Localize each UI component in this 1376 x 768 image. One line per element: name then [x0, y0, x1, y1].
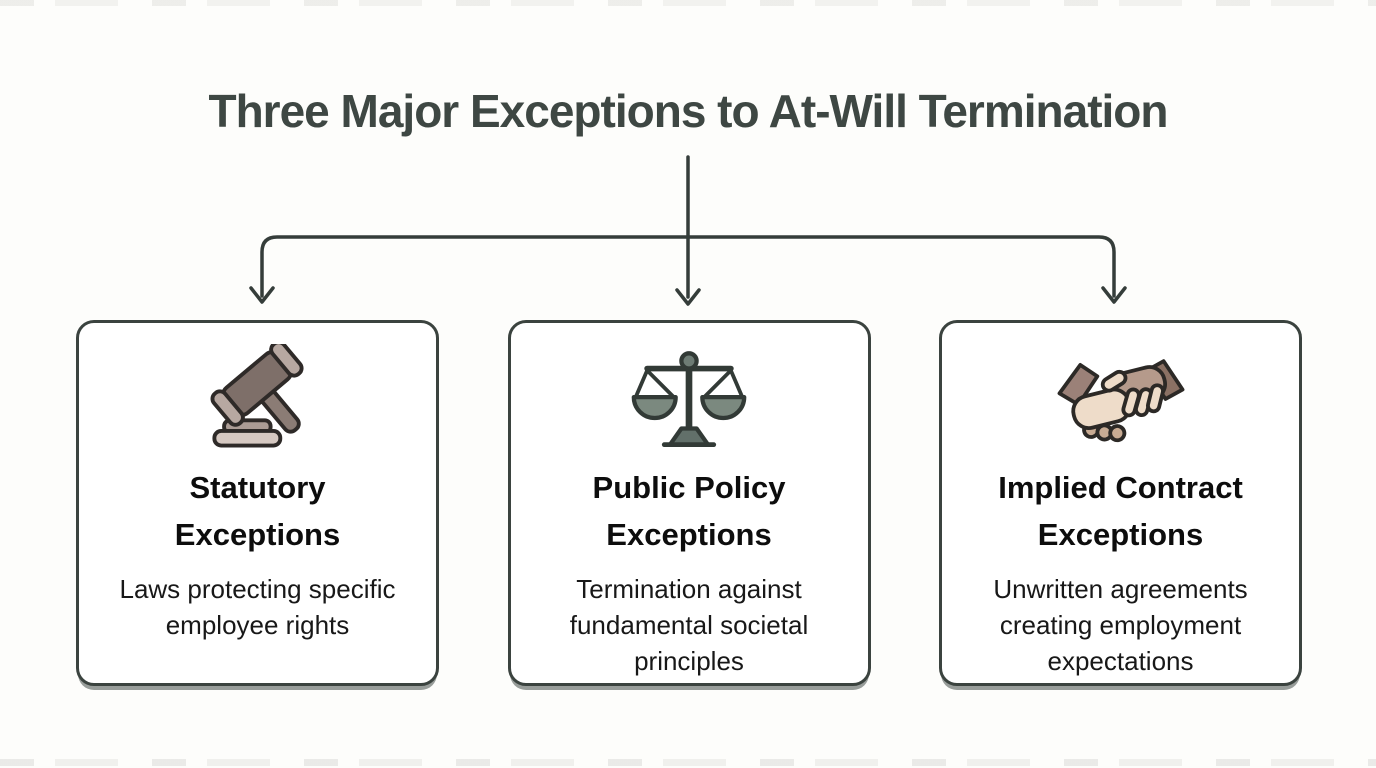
scales-icon [630, 341, 748, 457]
card-heading: Statutory Exceptions [174, 470, 341, 552]
bottom-edge-artifact [0, 759, 1376, 766]
card-implied-contract-exceptions: Implied Contract Exceptions Unwritten ag… [939, 320, 1302, 686]
card-description: Unwritten agreements creating employment… [993, 574, 1248, 676]
page-title: Three Major Exceptions to At-Will Termin… [208, 85, 1168, 137]
card-heading: Implied Contract Exceptions [998, 470, 1243, 552]
arrowhead-right [1101, 286, 1127, 304]
card-description: Termination against fundamental societal… [569, 574, 809, 676]
top-edge-artifact [0, 0, 1376, 6]
gavel-icon [195, 341, 321, 457]
card-statutory-exceptions: Statutory Exceptions Laws protecting spe… [76, 320, 439, 686]
arrowhead-left [249, 286, 275, 304]
cards-row: Statutory Exceptions Laws protecting spe… [76, 320, 1302, 686]
arrowhead-center [675, 288, 701, 306]
connector-branch-line [260, 235, 1116, 298]
handshake-icon [1050, 341, 1192, 457]
card-heading: Public Policy Exceptions [592, 470, 786, 552]
card-public-policy-exceptions: Public Policy Exceptions Termination aga… [507, 320, 871, 686]
card-description: Laws protecting specific employee rights [119, 574, 396, 640]
